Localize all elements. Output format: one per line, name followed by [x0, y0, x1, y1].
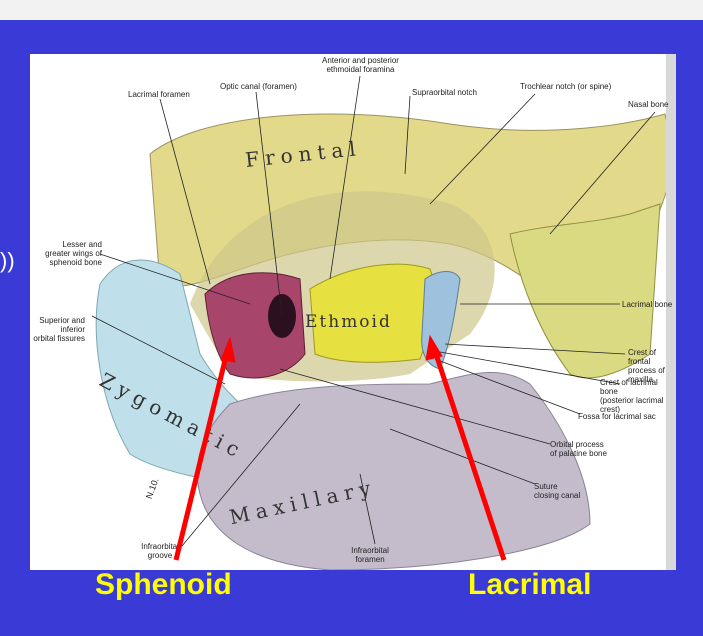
label-fossa-lacrimal-sac: Fossa for lacrimal sac — [578, 412, 656, 421]
arrows-layer — [173, 334, 507, 561]
label-orbital-process: Orbital process of palatine bone — [550, 440, 607, 458]
label-crest-frontal: Crest of frontal process of maxilla — [628, 348, 665, 384]
sphenoid-arrow — [173, 347, 231, 561]
label-crest-lacrimal: Crest of lacrimal bone (posterior lacrim… — [600, 378, 664, 414]
leader-lines — [91, 75, 656, 547]
label-trochlear-notch: Trochlear notch (or spine) — [520, 82, 612, 91]
label-nasal-bone: Nasal bone — [628, 100, 669, 109]
caption-sphenoid: Sphenoid — [95, 568, 232, 601]
label-sphenoid-wings: Lesser and greater wings of sphenoid bon… — [45, 240, 102, 267]
label-supraorbital-notch: Supraorbital notch — [412, 88, 477, 97]
label-ethmoidal-foramina: Anterior and posterior ethmoidal foramin… — [322, 56, 399, 74]
label-orbital-fissures: Superior and inferior orbital fissures — [33, 316, 85, 343]
label-infraorbital-foramen: Infraorbital foramen — [351, 546, 389, 564]
caption-lacrimal: Lacrimal — [468, 568, 592, 601]
bone-label-ethmoid: Ethmoid — [305, 312, 392, 332]
lacrimal-arrowhead — [425, 334, 443, 361]
lacrimal-arrow — [431, 347, 507, 561]
label-infraorbital-groove: Infraorbital groove — [141, 542, 179, 560]
sound-icon[interactable]: )) — [0, 248, 15, 273]
slide: )) — [0, 20, 703, 636]
label-lacrimal-foramen: Lacrimal foramen — [128, 90, 190, 99]
label-suture-canal: Suture closing canal — [534, 482, 581, 500]
page-edge — [666, 54, 676, 570]
label-optic-canal: Optic canal (foramen) — [220, 82, 297, 91]
label-lacrimal-bone: Lacrimal bone — [622, 300, 673, 309]
sphenoid-arrowhead — [220, 336, 236, 363]
